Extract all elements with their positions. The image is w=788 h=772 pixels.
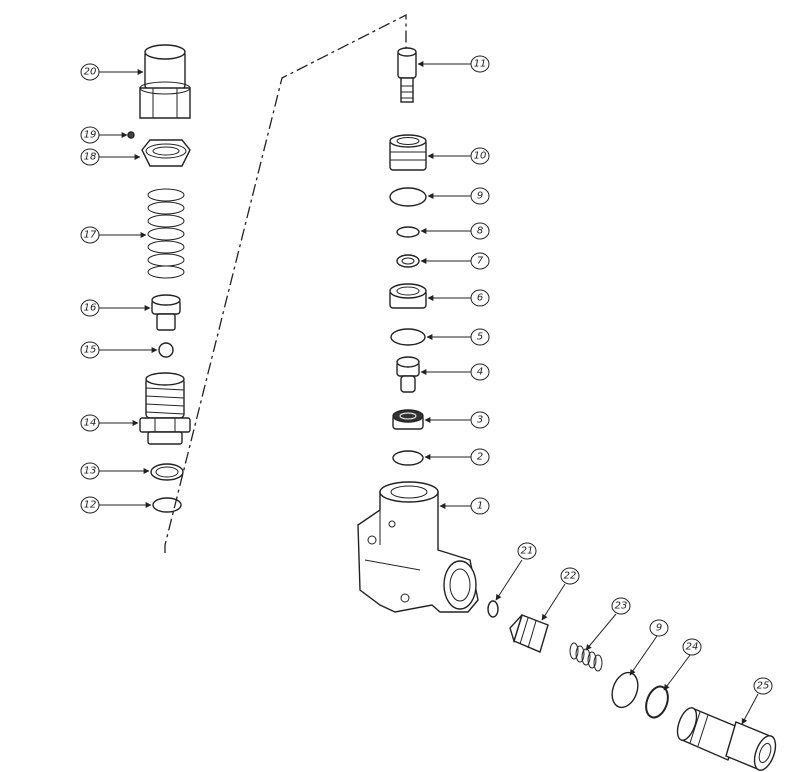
part-24-retaining-ring xyxy=(645,685,669,719)
part-16-piston xyxy=(151,294,181,331)
callout-9: 9 xyxy=(470,187,490,205)
svg-text:6: 6 xyxy=(477,293,483,304)
callout-23: 23 xyxy=(611,597,631,615)
callout-7: 7 xyxy=(470,252,490,270)
svg-text:12: 12 xyxy=(84,500,97,511)
callout-12: 12 xyxy=(80,496,100,514)
svg-text:18: 18 xyxy=(84,152,97,163)
svg-text:3: 3 xyxy=(477,415,483,426)
svg-text:15: 15 xyxy=(84,345,97,356)
svg-text:13: 13 xyxy=(84,466,97,477)
callout-21: 21 xyxy=(517,542,537,560)
callout-20: 20 xyxy=(80,63,100,81)
part-7-washer xyxy=(396,254,420,268)
callout-5: 5 xyxy=(470,328,490,346)
svg-text:9: 9 xyxy=(656,623,662,634)
svg-text:4: 4 xyxy=(477,367,483,378)
part-17-spring xyxy=(147,188,185,279)
callout-1: 1 xyxy=(470,497,490,515)
part-15-ball xyxy=(158,342,174,358)
part-6-valve-seat xyxy=(389,283,427,309)
part-12-o-ring xyxy=(152,497,182,513)
callout-16: 16 xyxy=(80,299,100,317)
callout-3: 3 xyxy=(470,411,490,429)
svg-text:11: 11 xyxy=(474,59,487,70)
callout-6: 6 xyxy=(470,289,490,307)
callout-25: 25 xyxy=(753,677,773,695)
svg-text:22: 22 xyxy=(564,571,577,582)
svg-text:5: 5 xyxy=(477,332,483,343)
svg-text:16: 16 xyxy=(84,303,97,314)
part-9-o-ring xyxy=(389,187,427,207)
part-11-stem xyxy=(397,47,417,103)
svg-text:10: 10 xyxy=(474,151,487,162)
svg-text:20: 20 xyxy=(84,67,97,78)
svg-text:23: 23 xyxy=(615,601,628,612)
part-2-o-ring xyxy=(392,450,424,466)
svg-text:2: 2 xyxy=(477,452,483,463)
part-23-spring xyxy=(569,642,603,672)
part-25-outlet-fitting xyxy=(676,707,777,771)
callout-10: 10 xyxy=(470,147,490,165)
callout-15: 15 xyxy=(80,341,100,359)
part-4-valve xyxy=(396,356,420,393)
part-21-o-ring xyxy=(487,600,499,618)
svg-text:8: 8 xyxy=(477,226,483,237)
callout-2: 2 xyxy=(470,448,490,466)
part-22-piston xyxy=(509,614,549,653)
svg-text:17: 17 xyxy=(84,230,97,241)
part-19-small-ball xyxy=(127,131,135,139)
callout-13: 13 xyxy=(80,462,100,480)
callout-9b: 9 xyxy=(649,619,669,637)
assembly-path-line xyxy=(164,13,407,553)
part-1-valve-body xyxy=(357,481,479,613)
part-10-seat xyxy=(389,134,427,171)
part-13-washer xyxy=(150,463,184,481)
callout-14: 14 xyxy=(80,414,100,432)
svg-text:1: 1 xyxy=(477,501,483,512)
part-5-o-ring xyxy=(390,328,426,346)
svg-text:7: 7 xyxy=(477,256,484,267)
callout-19: 19 xyxy=(80,126,100,144)
callout-18: 18 xyxy=(80,148,100,166)
svg-text:24: 24 xyxy=(686,642,699,653)
leader-lines xyxy=(99,61,759,725)
svg-text:25: 25 xyxy=(757,681,770,692)
callout-24: 24 xyxy=(682,638,702,656)
callout-22: 22 xyxy=(560,567,580,585)
part-18-lock-nut xyxy=(141,139,191,167)
part-9b-o-ring xyxy=(611,671,639,709)
part-20-cap-nut xyxy=(139,44,191,119)
part-8-o-ring xyxy=(396,226,420,238)
callout-17: 17 xyxy=(80,226,100,244)
svg-text:9: 9 xyxy=(477,191,483,202)
callout-8: 8 xyxy=(470,222,490,240)
part-14-threaded-fitting xyxy=(139,372,191,445)
svg-text:14: 14 xyxy=(84,418,97,429)
callout-11: 11 xyxy=(470,55,490,73)
callout-4: 4 xyxy=(470,363,490,381)
part-3-seal xyxy=(392,409,424,430)
svg-text:21: 21 xyxy=(521,546,534,557)
svg-text:19: 19 xyxy=(84,130,97,141)
